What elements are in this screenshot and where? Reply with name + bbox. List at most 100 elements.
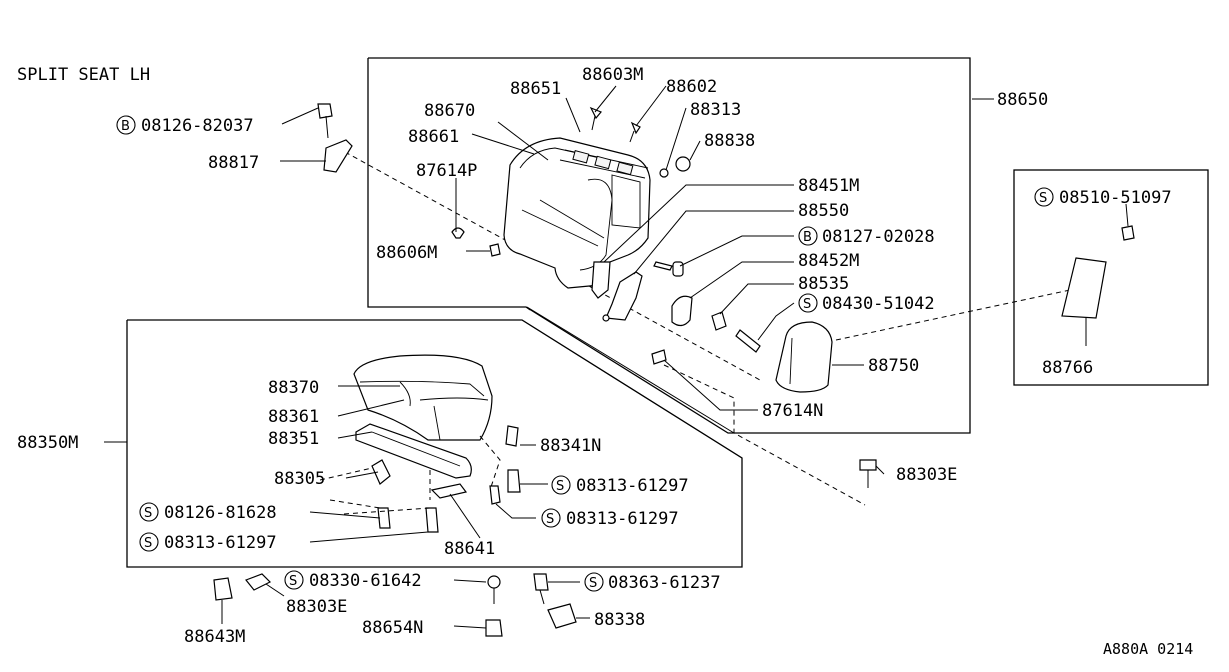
reference-code: A880A 0214 xyxy=(1103,640,1193,658)
bolt-88303E-lower xyxy=(245,573,272,591)
part-label: 88606M xyxy=(376,243,437,263)
bolt-88341N xyxy=(505,425,519,447)
marked-part-label: B 08127-02028 xyxy=(798,226,935,247)
part-label: 88535 xyxy=(798,274,849,294)
marked-part-number: 08313-61297 xyxy=(164,533,277,553)
clip-88313 xyxy=(659,168,669,178)
seatback-frame xyxy=(503,137,651,289)
part-label: 88766 xyxy=(1042,358,1093,378)
part-label: 88550 xyxy=(798,201,849,221)
marked-part-number: 08510-51097 xyxy=(1059,188,1172,208)
marker-letter: S xyxy=(144,536,152,551)
marker-letter: S xyxy=(589,576,597,591)
headrest-inset-box xyxy=(1013,169,1209,386)
part-label: 88603M xyxy=(582,65,643,85)
bolt-08430-51042 xyxy=(735,329,761,353)
marker-letter: B xyxy=(121,119,130,134)
marker-letter: S xyxy=(144,506,152,521)
part-label: 88661 xyxy=(408,127,459,147)
marked-part-number: 08126-82037 xyxy=(141,116,254,136)
marker-letter: S xyxy=(546,512,554,527)
marker-letter: S xyxy=(803,297,811,312)
bolt-88303E-right xyxy=(859,459,877,488)
part-label: 88641 xyxy=(444,539,495,559)
bracket-88817 xyxy=(323,139,353,173)
part-label: 88351 xyxy=(268,429,319,449)
marked-part-number: 08126-81628 xyxy=(164,503,277,523)
part-label: 88303E xyxy=(896,465,957,485)
part-label: 87614N xyxy=(762,401,823,421)
marked-part-label: S 08313-61297 xyxy=(139,532,277,553)
clip-87614P xyxy=(451,227,465,239)
part-label: 88370 xyxy=(268,378,319,398)
bolt-08313-61297-b xyxy=(489,485,501,505)
marker-letter: S xyxy=(1039,191,1047,206)
part-label: 88651 xyxy=(510,79,561,99)
part-label: 88750 xyxy=(868,356,919,376)
part-label: 88670 xyxy=(424,101,475,121)
marked-part-number: 08313-61297 xyxy=(576,476,689,496)
bolt-08510-51097 xyxy=(1121,225,1135,241)
part-label: 88650 xyxy=(997,90,1048,110)
marker-letter: S xyxy=(556,479,564,494)
bolt-08363-61237 xyxy=(533,573,549,605)
bracket-88643M xyxy=(213,577,233,601)
marked-part-number: 08313-61297 xyxy=(566,509,679,529)
part-label: 88305 xyxy=(274,469,325,489)
part-label: 88452M xyxy=(798,251,859,271)
marked-part-number: 08430-51042 xyxy=(822,294,935,314)
panel-88766 xyxy=(1061,257,1107,319)
part-label: 88451M xyxy=(798,176,859,196)
part-label: 88350M xyxy=(17,433,78,453)
cap-88838 xyxy=(675,156,691,172)
marked-part-label: S 08363-61237 xyxy=(584,572,721,593)
leader-lines xyxy=(104,85,1129,629)
part-label: 87614P xyxy=(416,161,477,181)
marked-part-label: S 08330-61642 xyxy=(284,570,422,591)
marker-letter: S xyxy=(289,574,297,589)
bolt-08313-61297-a xyxy=(507,469,521,493)
part-label: 88654N xyxy=(362,618,423,638)
marked-part-number: 08363-61237 xyxy=(608,573,721,593)
part-label: 88602 xyxy=(666,77,717,97)
marked-part-number: 08127-02028 xyxy=(822,227,935,247)
bolt-08126-81628 xyxy=(377,507,391,529)
marked-part-number: 08330-61642 xyxy=(309,571,422,591)
marker-letter: B xyxy=(803,230,812,245)
part-label: 88643M xyxy=(184,627,245,647)
diagram-title: SPLIT SEAT LH xyxy=(17,65,150,85)
hinge-88451M xyxy=(591,261,611,299)
bolt-88602 xyxy=(629,121,641,143)
marked-part-label: B 08126-82037 xyxy=(116,115,254,136)
nut-88654N xyxy=(485,619,503,637)
headrest-88750 xyxy=(775,321,833,393)
marked-part-label: S 08430-51042 xyxy=(798,293,935,314)
marked-part-label: S 08313-61297 xyxy=(541,508,679,529)
seat-cushion-88370 xyxy=(353,354,493,441)
part-label: 88313 xyxy=(690,100,741,120)
label-group: 88650 88603M 88651 88602 88670 88313 886… xyxy=(17,65,1093,647)
cushion-frame-88351 xyxy=(355,423,472,479)
bolt-08313-61297-c xyxy=(425,507,439,533)
part-label: 88838 xyxy=(704,131,755,151)
bracket-88305 xyxy=(371,459,391,485)
part-label: 88361 xyxy=(268,407,319,427)
marked-label-group: B 08126-82037 S 08510-51097 B 08127-0202… xyxy=(116,115,1172,593)
bracket-88338 xyxy=(547,603,577,629)
screw-88606M xyxy=(489,243,501,257)
marked-part-label: S 08126-81628 xyxy=(139,502,277,523)
part-label: 88341N xyxy=(540,436,601,456)
marked-part-label: S 08313-61297 xyxy=(551,475,689,496)
bracket-88550 xyxy=(602,271,643,322)
marked-part-label: S 08510-51097 xyxy=(1034,187,1172,208)
bolt-08330-61642 xyxy=(487,575,501,604)
cover-88452M xyxy=(671,295,693,327)
clip-88535 xyxy=(711,311,727,331)
part-label: 88338 xyxy=(594,610,645,630)
bolt-08126-82037 xyxy=(317,103,333,139)
part-label: 88817 xyxy=(208,153,259,173)
seatback-group-box xyxy=(367,57,971,434)
part-label: 88303E xyxy=(286,597,347,617)
clip-87614N xyxy=(651,349,667,365)
